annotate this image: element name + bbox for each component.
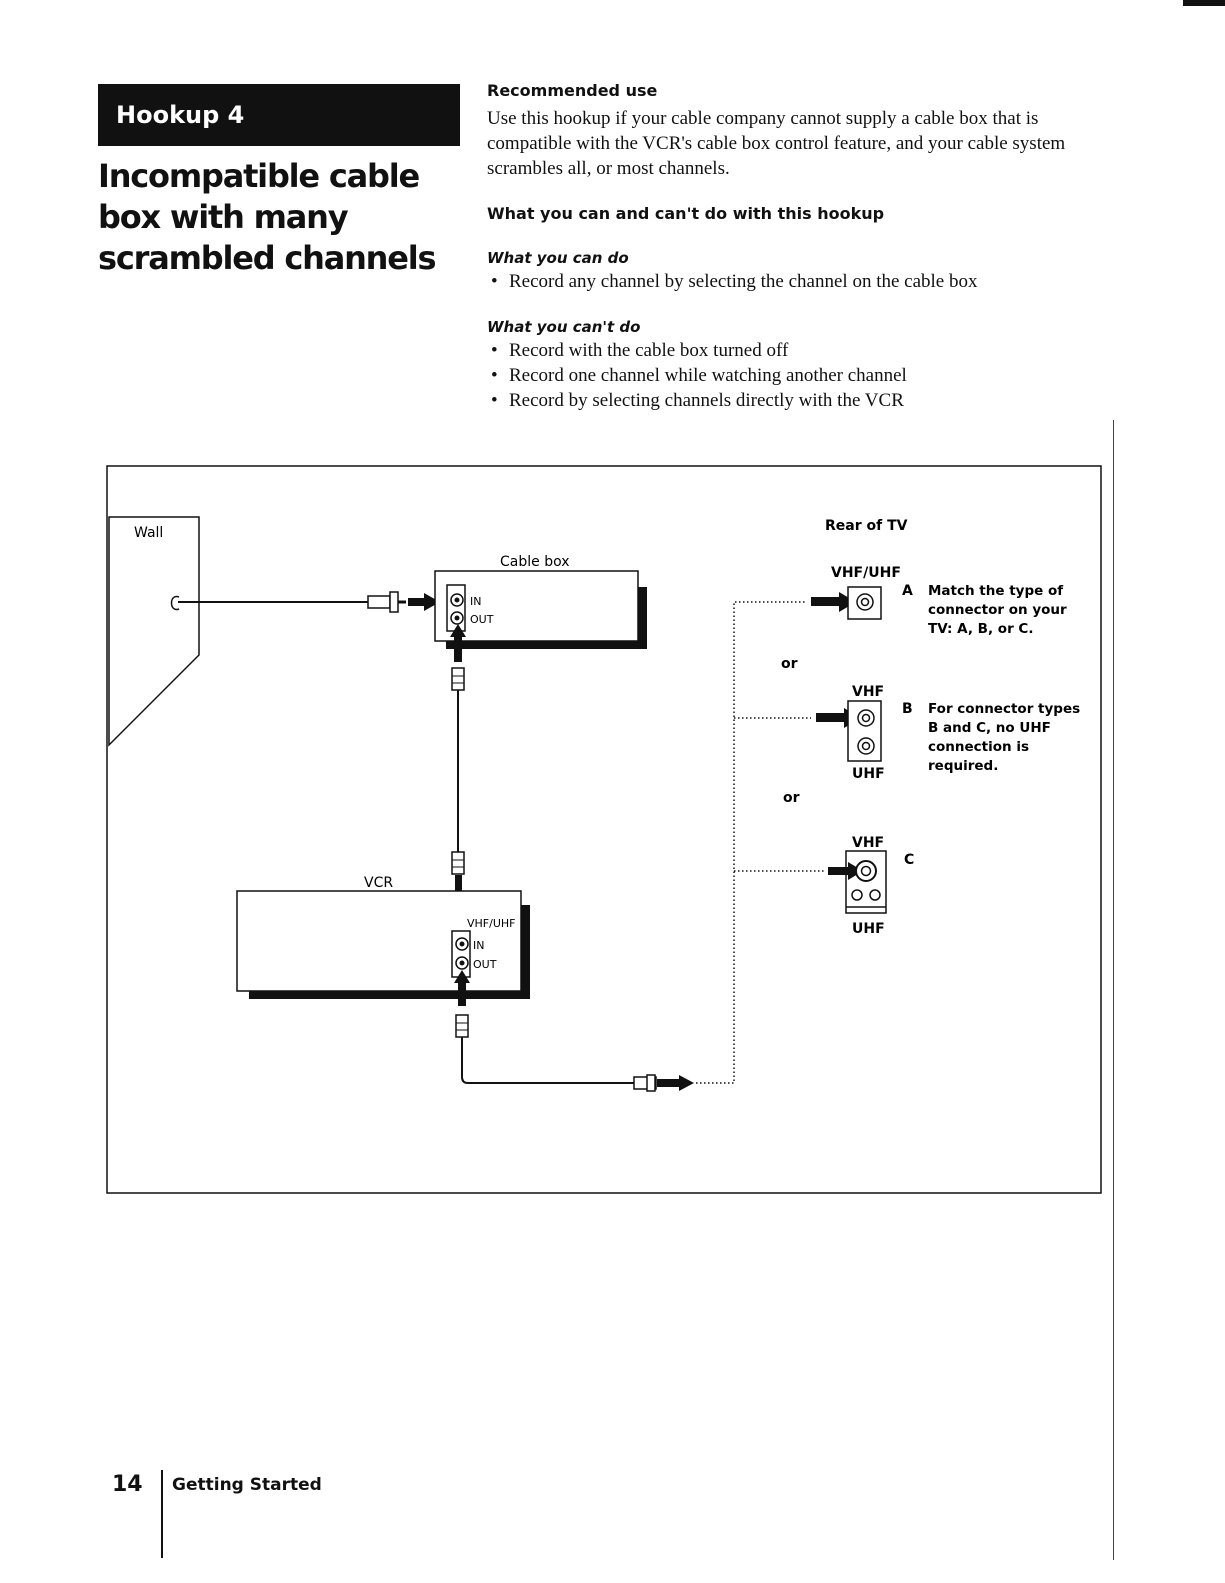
cable-box-out-label: OUT — [470, 613, 494, 626]
cable-box: Cable box IN OUT — [434, 554, 647, 649]
cant-do-list: Record with the cable box turned off Rec… — [487, 338, 1107, 413]
coax-connector-icon — [451, 667, 465, 691]
hookup-diagram-svg: Wall Cable box IN OUT — [106, 465, 1102, 1194]
page-edge-line — [1113, 420, 1114, 1560]
description-column: Recommended use Use this hookup if your … — [487, 80, 1107, 413]
arrow-up-icon — [454, 970, 470, 1006]
or-label: or — [781, 656, 798, 672]
section-label: Getting Started — [172, 1475, 322, 1495]
cable-box-in-label: IN — [470, 595, 481, 608]
uhf-screw-icon — [869, 889, 881, 901]
arrow-right-icon — [408, 593, 440, 611]
tv-c-uhf-label: UHF — [852, 921, 885, 937]
coax-connector-icon — [455, 1014, 469, 1038]
rear-of-tv-label: Rear of TV — [825, 518, 908, 534]
recommended-use-heading: Recommended use — [487, 81, 658, 100]
page-title: Incompatible cable box with many scrambl… — [98, 157, 437, 277]
vcr-in-label: IN — [473, 939, 484, 952]
page-corner-mark — [1183, 0, 1225, 6]
option-c-letter: C — [904, 852, 914, 868]
recommended-use-text: Use this hookup if your cable company ca… — [487, 108, 1066, 179]
vcr-label: VCR — [364, 875, 393, 891]
coax-connector-icon — [367, 591, 406, 613]
can-do-heading: What you can do — [487, 249, 629, 267]
vcr-vhf-uhf-label: VHF/UHF — [467, 917, 515, 930]
list-item: Record with the cable box turned off — [487, 338, 1107, 363]
page-number: 14 — [112, 1472, 143, 1497]
hookup-banner: Hookup 4 — [98, 84, 460, 146]
cable-vcr-to-tv — [461, 1037, 634, 1084]
note-a: Match the type of connector on your TV: … — [928, 583, 1071, 637]
coax-connector-icon — [451, 851, 465, 875]
capabilities-heading: What you can and can't do with this hook… — [487, 204, 885, 223]
footer-divider — [161, 1470, 163, 1558]
diagram-frame — [106, 465, 1102, 1194]
can-do-list: Record any channel by selecting the chan… — [487, 269, 1107, 294]
wall-outlet-icon — [170, 595, 180, 611]
coax-connector-icon — [633, 1074, 657, 1092]
wall-label: Wall — [134, 525, 163, 541]
list-item: Record by selecting channels directly wi… — [487, 388, 1107, 413]
cable-box-label: Cable box — [500, 554, 570, 570]
arrow-right-icon — [657, 1075, 694, 1091]
tv-c-vhf-label: VHF — [852, 835, 884, 851]
cant-do-heading: What you can't do — [487, 318, 641, 336]
wall: Wall — [108, 516, 200, 747]
note-b: For connector types B and C, no UHF conn… — [928, 701, 1085, 774]
option-a-letter: A — [902, 583, 913, 599]
tv-b-uhf-label: UHF — [852, 766, 885, 782]
tv-b-vhf-label: VHF — [852, 684, 884, 700]
dotted-guide-line — [696, 601, 826, 1084]
tv-vhf-uhf-label: VHF/UHF — [831, 565, 901, 581]
arrow-up-icon — [450, 624, 466, 662]
hookup-diagram: Wall Cable box IN OUT — [106, 465, 1104, 1195]
vcr-out-label: OUT — [473, 958, 497, 971]
uhf-screw-icon — [851, 889, 863, 901]
vcr: VCR VHF/UHF IN OUT — [236, 875, 530, 999]
option-b-letter: B — [902, 701, 913, 717]
list-item: Record any channel by selecting the chan… — [487, 269, 1107, 294]
list-item: Record one channel while watching anothe… — [487, 363, 1107, 388]
or-label: or — [783, 790, 800, 806]
